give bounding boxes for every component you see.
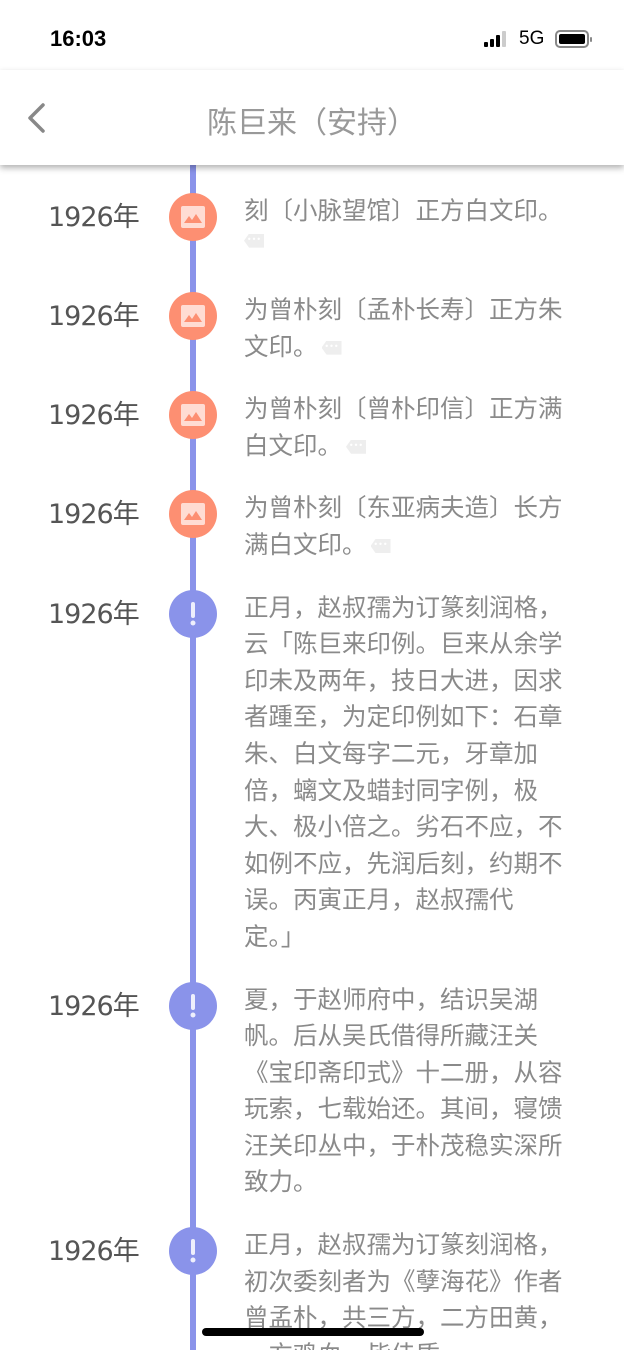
exclamation-icon <box>188 993 198 1019</box>
entry-text-line: 帆。后从吴氏借得所藏汪关 <box>244 1021 538 1051</box>
timeline-entry[interactable]: 1926年 夏，于赵师府中，结识吴湖帆。后从吴氏借得所藏汪关《宝印斋印式》十二册，… <box>0 981 624 1228</box>
entry-text-line: 为曾朴刻〔孟朴长寿〕正方朱 <box>244 295 563 324</box>
exclamation-icon <box>188 1238 198 1264</box>
entry-marker <box>169 981 217 1030</box>
entry-marker <box>169 1227 217 1276</box>
signal-icon <box>484 31 506 47</box>
entry-text-line: 曾孟朴，共三方，二方田黄， <box>244 1303 563 1333</box>
battery-icon <box>555 30 592 48</box>
entry-marker <box>169 391 217 440</box>
entry-marker <box>169 193 217 241</box>
comment-icon[interactable]: ••• <box>370 538 391 553</box>
timeline-entry[interactable]: 1926年 为曾朴刻〔孟朴长寿〕正方朱文印。••• <box>0 292 624 391</box>
image-icon <box>181 503 205 526</box>
image-icon <box>181 206 205 228</box>
entry-text-line: 玩索，七载始还。其间，寝馈 <box>244 1094 563 1124</box>
entry-text-line: 者踵至，为定印例如下：石章 <box>244 702 563 732</box>
entry-year: 1926年 <box>48 598 140 630</box>
timeline-line <box>190 165 196 1350</box>
entry-text-line: 为曾朴刻〔曾朴印信〕正方满 <box>244 394 563 424</box>
chevron-left-icon <box>28 103 45 133</box>
entry-text-line: 正月，赵叔孺为订篆刻润格， <box>244 592 563 622</box>
entry-text-line: 云「陈巨来印例。巨来从余学 <box>244 629 563 659</box>
entry-text-line: 《宝印斋印式》十二册，从容 <box>244 1057 563 1087</box>
entry-text-line: 为曾朴刻〔东亚病夫造〕长方 <box>244 493 563 523</box>
entry-text: 为曾朴刻〔孟朴长寿〕正方朱文印。••• <box>244 292 584 365</box>
entry-text-line: 文印。••• <box>244 329 584 366</box>
status-time: 16:03 <box>50 26 107 51</box>
entry-text-line: 朱、白文每字二元，牙章加 <box>244 738 538 768</box>
entry-text: 刻〔小脉望馆〕正方白文印。 ••• <box>244 193 584 248</box>
timeline-entry[interactable]: 1926年 为曾朴刻〔曾朴印信〕正方满白文印。••• <box>0 391 624 490</box>
image-icon <box>181 404 205 427</box>
page-title: 陈巨来（安持） <box>207 106 417 141</box>
network-type: 5G <box>519 28 545 49</box>
entry-text-line: 正月，赵叔孺为订篆刻润格， <box>244 1230 563 1260</box>
entry-year: 1926年 <box>48 400 140 432</box>
entry-text-line: 如例不应，先润后刻，约期不 <box>244 848 563 878</box>
entry-text-line: 倍，螭文及蜡封同字例，极 <box>244 775 538 805</box>
entry-year: 1926年 <box>48 990 140 1022</box>
nav-header: 陈巨来（安持） <box>0 70 624 165</box>
comment-icon[interactable]: ••• <box>346 439 366 454</box>
entry-text-line: 致力。 <box>244 1167 318 1197</box>
entry-text-line: 误。丙寅正月，赵叔孺代 <box>244 885 514 915</box>
status-bar: 16:03 5G <box>0 0 624 70</box>
comment-icon[interactable]: ••• <box>321 340 342 355</box>
entry-text: 夏，于赵师府中，结识吴湖帆。后从吴氏借得所藏汪关《宝印斋印式》十二册，从容玩索，… <box>244 982 584 1202</box>
comment-icon[interactable]: ••• <box>244 233 264 248</box>
entry-text-line: 初次委刻者为《孽海花》作者 <box>244 1266 563 1296</box>
back-button[interactable] <box>24 102 50 134</box>
entry-marker <box>169 490 217 539</box>
entry-text: 为曾朴刻〔曾朴印信〕正方满白文印。••• <box>244 391 584 464</box>
entry-marker <box>169 589 217 638</box>
entry-text-line: 满白文印。••• <box>244 527 584 564</box>
entry-year: 1926年 <box>48 202 140 233</box>
entry-text-line: 定。」 <box>244 921 306 951</box>
entry-text-line: 大、极小倍之。劣石不应，不 <box>244 812 563 842</box>
image-icon <box>181 305 205 327</box>
exclamation-icon <box>188 601 198 627</box>
entry-year: 1926年 <box>48 1236 140 1268</box>
entry-text-line: 汪关印丛中，于朴茂稳实深所 <box>244 1130 563 1160</box>
timeline-entry[interactable]: 1926年 正月，赵叔孺为订篆刻润格， 云「陈巨来印例。巨来从余学印未及两年，技日大… <box>0 589 624 982</box>
home-indicator[interactable] <box>202 1328 424 1336</box>
entry-year: 1926年 <box>48 301 140 332</box>
entry-text-line: 白文印。••• <box>244 428 584 465</box>
entry-text: 正月，赵叔孺为订篆刻润格， 云「陈巨来印例。巨来从余学印未及两年，技日大进，因求者… <box>244 590 584 956</box>
timeline[interactable]: 1926年刻〔小脉望馆〕正方白文印。•••1926年为曾朴刻〔孟朴长寿〕正方朱文… <box>0 165 624 1350</box>
timeline-entry[interactable]: 1926年 刻〔小脉望馆〕正方白文印。 ••• <box>0 193 624 292</box>
entry-text-line: 夏，于赵师府中，结识吴湖 <box>244 984 538 1014</box>
timeline-entry[interactable]: 1926年 为曾朴刻〔东亚病夫造〕长方满白文印。••• <box>0 490 624 589</box>
entry-text-line: 刻〔小脉望馆〕正方白文印。 <box>244 196 563 225</box>
entry-text-line: 一方鸡血，皆佳质 <box>244 1337 584 1350</box>
timeline-entry[interactable]: 1926年 正月，赵叔孺为订篆刻润格， 初次委刻者为《孽海花》作者曾孟朴，共三方，二… <box>0 1227 624 1350</box>
entry-text: 为曾朴刻〔东亚病夫造〕长方满白文印。••• <box>244 490 584 563</box>
entry-text-line: 印未及两年，技日大进，因求 <box>244 665 563 695</box>
entry-marker <box>169 292 217 340</box>
entry-year: 1926年 <box>48 499 140 531</box>
